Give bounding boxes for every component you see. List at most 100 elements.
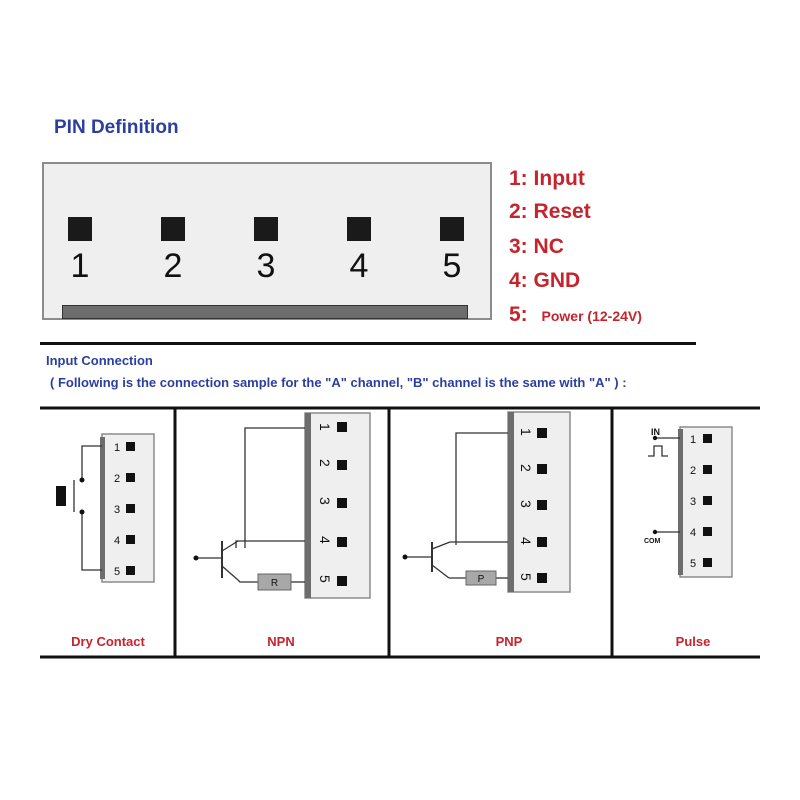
input-connection-title: Input Connection <box>46 353 153 368</box>
dry-contact-panel: 1 2 3 4 5 Dry Contact <box>56 433 155 649</box>
dry-pin-1: 1 <box>114 442 120 454</box>
panel-frame <box>40 406 760 659</box>
pin-def-3: 3: NC <box>509 235 564 259</box>
pin-definition-title: PIN Definition <box>54 117 179 138</box>
pin-def-2-label: Reset <box>533 200 591 223</box>
dry-contact-pad-2 <box>126 473 135 482</box>
pulse-com-label: COM <box>644 538 661 545</box>
pulse-in-label: IN <box>651 427 660 437</box>
pnp-caption: PNP <box>496 634 523 649</box>
pnp-pad-1 <box>537 428 547 438</box>
connector-latch-bar <box>62 305 468 319</box>
pin-def-3-label: NC <box>533 235 564 258</box>
pin-def-1-num: 1: <box>509 167 528 190</box>
npn-pin-4: 4 <box>317 536 333 544</box>
pnp-pad-4 <box>537 537 547 547</box>
pulse-waveform-icon <box>648 445 668 457</box>
pulse-pin-3: 3 <box>690 496 696 508</box>
npn-pad-3 <box>337 498 347 508</box>
pin-number-5: 5 <box>442 247 462 285</box>
npn-wire-1 <box>244 427 305 548</box>
pin-contact-5 <box>440 217 464 241</box>
pin-def-2-num: 2: <box>509 200 528 223</box>
pin-number-1: 1 <box>70 247 90 285</box>
section-divider <box>40 342 696 345</box>
dry-contact-pad-4 <box>126 535 135 544</box>
pin-contact-4 <box>347 217 371 241</box>
pin-contact-3 <box>254 217 278 241</box>
pulse-connector-bar <box>678 429 683 575</box>
dry-pin-5: 5 <box>114 566 120 578</box>
npn-pin-5: 5 <box>317 575 333 583</box>
pnp-wire-1 <box>455 432 508 545</box>
npn-pad-5 <box>337 576 347 586</box>
dry-contact-pad-5 <box>126 566 135 575</box>
pnp-resistor <box>465 570 497 586</box>
pnp-emitter <box>431 541 451 550</box>
pnp-pin-3: 3 <box>518 500 534 508</box>
npn-pin-3: 3 <box>317 497 333 505</box>
npn-resistor <box>257 573 292 591</box>
pulse-pad-4 <box>703 527 712 536</box>
npn-emitter-wire <box>237 579 258 583</box>
pnp-resistor-label: P <box>478 574 485 585</box>
pnp-pin-4: 4 <box>518 537 534 545</box>
dry-pin-4: 4 <box>114 535 120 547</box>
pin-def-4-label: GND <box>533 269 581 292</box>
npn-emitter <box>221 565 239 581</box>
npn-wire-4 <box>235 540 305 548</box>
dry-contact-pad-3 <box>126 504 135 513</box>
npn-resistor-label: R <box>271 578 278 589</box>
npn-pin-1: 1 <box>317 423 333 431</box>
pnp-collector <box>431 564 450 579</box>
pnp-pad-3 <box>537 500 547 510</box>
dry-pin-2: 2 <box>114 473 120 485</box>
pin-contact-2 <box>161 217 185 241</box>
npn-pad-4 <box>337 537 347 547</box>
npn-pin-2: 2 <box>317 459 333 467</box>
pin-number-3: 3 <box>256 247 276 285</box>
pin-contact-1 <box>68 217 92 241</box>
pin-number-2: 2 <box>163 247 183 285</box>
pulse-pin-4: 4 <box>690 527 696 539</box>
pin-def-1-label: Input <box>533 167 585 190</box>
pulse-pin-2: 2 <box>690 465 696 477</box>
pulse-pin-1: 1 <box>690 434 696 446</box>
pulse-pad-3 <box>703 496 712 505</box>
pnp-panel: 1 2 3 4 5 P PNP <box>402 411 571 649</box>
pin-def-3-num: 3: <box>509 235 528 258</box>
pnp-pad-2 <box>537 464 547 474</box>
pnp-connector-bar <box>508 412 514 592</box>
pin-def-5-num: 5: <box>509 303 528 326</box>
pin-def-4: 4: GND <box>509 269 580 293</box>
dry-contact-caption: Dry Contact <box>71 634 145 649</box>
pulse-panel: 1 2 3 4 5 IN COM Pulse <box>644 426 733 649</box>
pnp-pad-5 <box>537 573 547 583</box>
dry-wire-5 <box>81 512 102 571</box>
pulse-pad-5 <box>703 558 712 567</box>
pin-def-5: 5: Power (12-24V) <box>509 303 642 327</box>
pulse-pin-5: 5 <box>690 558 696 570</box>
pulse-caption: Pulse <box>676 634 711 649</box>
push-button-icon <box>56 486 66 506</box>
npn-caption: NPN <box>267 634 294 649</box>
pulse-pad-1 <box>703 434 712 443</box>
connector-diagram: 1 2 3 4 5 <box>42 162 492 320</box>
npn-panel: 1 2 3 4 5 R NPN <box>193 412 371 649</box>
input-connection-subtitle: ( Following is the connection sample for… <box>50 375 627 390</box>
pin-number-4: 4 <box>349 247 369 285</box>
pin-def-1: 1: Input <box>509 167 585 191</box>
pnp-pin-2: 2 <box>518 464 534 472</box>
pnp-pin-1: 1 <box>518 428 534 436</box>
npn-collector <box>221 540 239 552</box>
dry-wire-1 <box>81 445 102 480</box>
npn-pad-1 <box>337 422 347 432</box>
npn-connector-bar <box>305 413 311 598</box>
dry-contact-pad-1 <box>126 442 135 451</box>
pnp-pin-5: 5 <box>518 573 534 581</box>
pulse-pad-2 <box>703 465 712 474</box>
dry-pin-3: 3 <box>114 504 120 516</box>
dry-contact-connector-bar <box>100 437 105 579</box>
pin-def-2: 2: Reset <box>509 200 591 224</box>
